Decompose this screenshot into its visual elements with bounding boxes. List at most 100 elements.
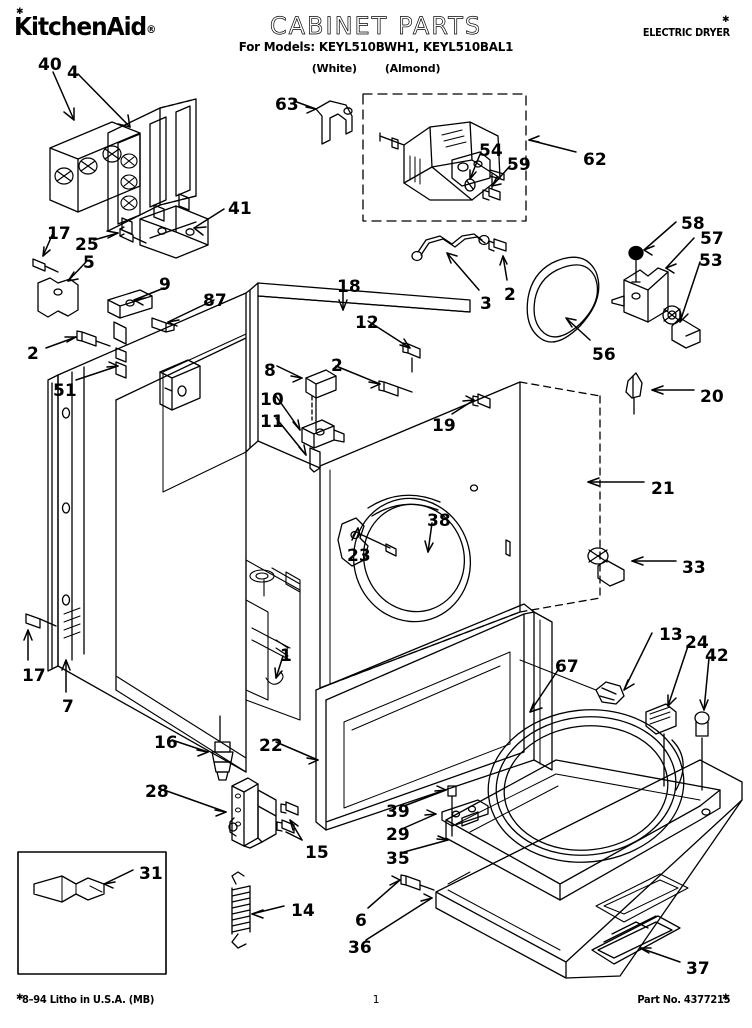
callout-number-59: 59 (507, 155, 531, 175)
color-white: (White) (311, 62, 357, 75)
part-terminal-block-40 (49, 121, 141, 213)
callout-number-87: 87 (203, 291, 227, 311)
callout-number-53: 53 (699, 251, 723, 271)
callout-number-3: 3 (480, 294, 492, 314)
callout-number-13: 13 (659, 625, 683, 645)
callout-number-4: 4 (67, 63, 79, 83)
part-idler-bracket-57 (611, 267, 669, 323)
callout-number-2: 2 (504, 285, 516, 305)
color-almond: (Almond) (384, 62, 441, 75)
part-hinge-8 (305, 369, 337, 431)
callout-number-36: 36 (348, 938, 372, 958)
callout-number-38: 38 (427, 511, 451, 531)
part-screw-17-bottom (25, 613, 57, 629)
color-variants: (White) (Almond) (0, 62, 752, 75)
part-plug-42 (694, 711, 710, 791)
dashed-box-motor-62 (362, 93, 527, 222)
callout-number-22: 22 (259, 736, 283, 756)
callout-number-39: 39 (386, 802, 410, 822)
callout-number-15: 15 (305, 843, 329, 863)
part-motor-clip-63 (315, 100, 353, 145)
callout-number-16: 16 (154, 733, 178, 753)
callout-number-33: 33 (682, 558, 706, 578)
part-screw-39 (447, 785, 457, 837)
part-drum-seal-67 (487, 709, 685, 863)
callout-number-29: 29 (386, 825, 410, 845)
part-cabinet-interior-1 (115, 559, 301, 773)
callout-number-7: 7 (62, 697, 74, 717)
callout-number-57: 57 (700, 229, 724, 249)
callout-number-63: 63 (275, 95, 299, 115)
part-screw-25 (119, 226, 147, 244)
callout-number-51: 51 (53, 381, 77, 401)
part-bracket-9 (107, 289, 153, 363)
leader-lines (23, 71, 710, 963)
callout-number-18: 18 (337, 277, 361, 297)
part-wire-harness-3 (411, 233, 490, 262)
part-cabinet-shell-7 (47, 282, 471, 773)
part-latch-10 (301, 419, 345, 449)
part-washer-5-bracket (37, 277, 79, 318)
callout-number-9: 9 (159, 275, 171, 295)
part-screw-2-left (76, 330, 111, 347)
part-drive-motor-62 (379, 121, 505, 201)
registration-tick-top-right: ✱ (722, 15, 730, 25)
part-base-panel-35 (445, 759, 721, 901)
callout-number-17: 17 (47, 224, 71, 244)
footer-litho: 8–94 Litho in U.S.A. (MB) (22, 993, 155, 1006)
callout-number-62: 62 (583, 150, 607, 170)
callout-number-56: 56 (592, 345, 616, 365)
part-screw-51-pin (115, 361, 127, 379)
part-screws-15 (276, 801, 299, 834)
callout-number-2: 2 (27, 344, 39, 364)
part-console-panel-4 (107, 98, 197, 235)
callout-number-54: 54 (479, 141, 503, 161)
part-clip-20 (625, 372, 643, 415)
callout-number-23: 23 (347, 546, 371, 566)
part-bracket-28 (228, 777, 277, 849)
part-vent-cover-37 (591, 915, 681, 965)
callout-number-5: 5 (83, 253, 95, 273)
part-screw-2-center (378, 380, 413, 397)
registration-tick-bottom-right: ✱ (722, 993, 730, 1003)
part-screw-87 (151, 317, 175, 333)
callout-number-11: 11 (260, 412, 284, 432)
models-line: For Models: KEYL510BWH1, KEYL510BAL1 (238, 39, 514, 54)
brand-name: KitchenAid (14, 12, 147, 41)
callout-number-19: 19 (432, 416, 456, 436)
callout-number-1: 1 (280, 646, 292, 666)
part-screw-2-harness (488, 238, 507, 252)
registration-tick-bottom-left: ✱ (16, 993, 24, 1003)
part-bracket-41 (139, 205, 209, 259)
part-door-opening-38 (352, 494, 472, 623)
callout-number-58: 58 (681, 214, 705, 234)
callout-number-10: 10 (260, 390, 284, 410)
inset-box-31 (17, 851, 167, 975)
part-leg-33 (587, 547, 625, 587)
callout-number-17: 17 (22, 666, 46, 686)
callout-number-31: 31 (139, 864, 163, 884)
part-idler-pulley-58 (628, 245, 644, 283)
callout-number-40: 40 (38, 55, 62, 75)
part-bottom-panel-36 (435, 759, 743, 979)
part-lower-front-panel-22 (315, 603, 553, 831)
part-screw-6 (400, 874, 435, 891)
part-idler-wheel-53 (662, 305, 701, 349)
callout-number-14: 14 (291, 901, 315, 921)
appliance-type-label: ELECTRIC DRYER (643, 26, 730, 39)
brand-logo: KitchenAid® (14, 12, 156, 41)
callout-number-6: 6 (355, 911, 367, 931)
part-clip-31 (33, 875, 105, 903)
part-drive-belt-56 (526, 256, 600, 343)
callout-number-25: 25 (75, 235, 99, 255)
part-clamp-24 (645, 703, 677, 787)
callout-number-42: 42 (705, 646, 729, 666)
callout-number-20: 20 (700, 387, 724, 407)
callout-number-2: 2 (331, 356, 343, 376)
callout-number-21: 21 (651, 479, 675, 499)
callout-number-35: 35 (386, 849, 410, 869)
callout-number-67: 67 (555, 657, 579, 677)
footer-part-no: Part No. 4377215 (637, 993, 730, 1006)
callout-number-8: 8 (264, 361, 276, 381)
